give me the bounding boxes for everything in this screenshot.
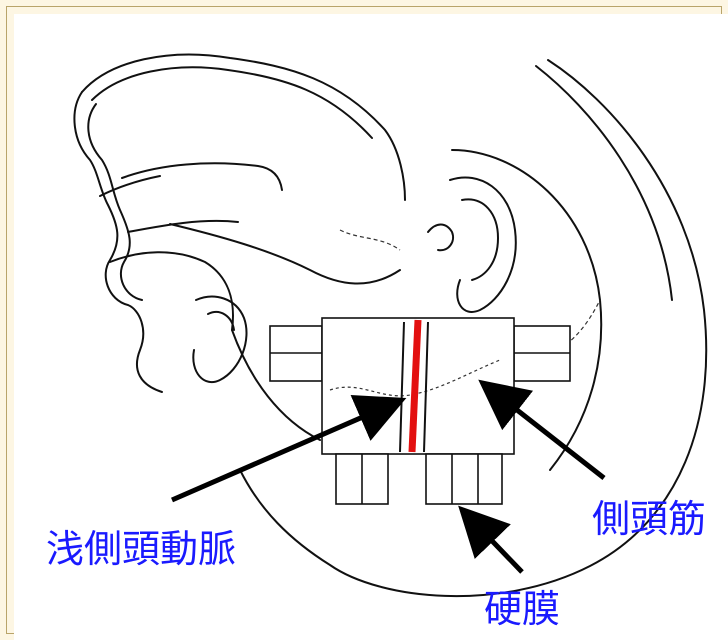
orbit-inner [208,312,234,330]
upper-lip [100,176,160,196]
face-profile-inner [88,104,142,300]
teeth-row [122,163,282,190]
drape-inner-outline [92,67,372,138]
face-profile [74,92,162,392]
ear-inner [462,199,498,280]
orbit-shape [193,297,246,383]
arrow-to-dura [472,520,522,572]
mandible [110,252,233,330]
ear-outer [450,177,516,311]
suture-line-c [340,230,400,250]
bottom-right-retractor [426,454,502,504]
head-inner-curve [536,66,672,300]
ear-canal [428,225,453,251]
dura-label: 硬膜 [484,590,560,628]
superficial-temporal-artery-label: 浅側頭動脈 [46,530,236,568]
zygomatic-line [170,224,400,284]
temporalis-muscle-label: 側頭筋 [592,500,706,538]
